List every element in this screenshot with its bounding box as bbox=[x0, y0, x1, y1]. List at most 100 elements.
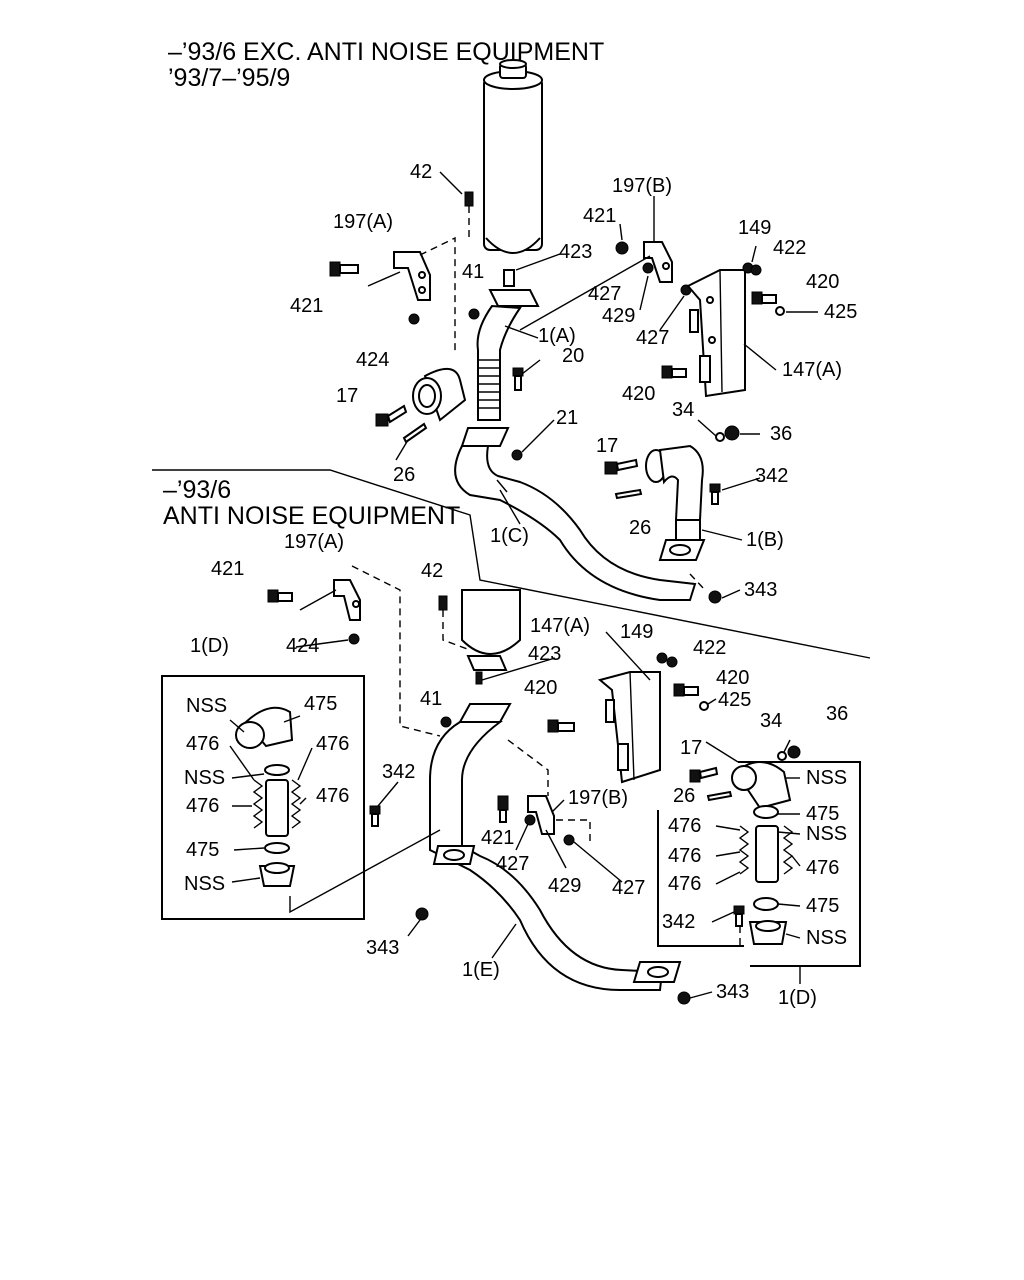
label-21: 21 bbox=[556, 407, 578, 429]
label-475: 475 bbox=[806, 895, 839, 917]
label-427: 427 bbox=[636, 327, 669, 349]
label-17: 17 bbox=[680, 737, 702, 759]
nut-41-lower bbox=[440, 716, 452, 728]
label-476: 476 bbox=[186, 733, 219, 755]
muffler-flange-upper bbox=[488, 269, 540, 307]
label-nss: NSS bbox=[806, 823, 847, 845]
bracket-147a-upper bbox=[686, 269, 746, 398]
bracket-197a-lower bbox=[299, 565, 441, 737]
flex-pipe-1a bbox=[460, 304, 522, 447]
label-34: 34 bbox=[672, 399, 694, 421]
label-nss: NSS bbox=[186, 695, 227, 717]
section2-title-line2: ANTI NOISE EQUIPMENT bbox=[163, 502, 460, 530]
label-1a: 1(A) bbox=[538, 325, 576, 347]
washer-34-upper bbox=[715, 432, 725, 442]
leader-lines bbox=[229, 171, 818, 999]
nut-424-upper bbox=[408, 313, 420, 325]
label-343: 343 bbox=[366, 937, 399, 959]
label-420: 420 bbox=[806, 271, 839, 293]
label-429: 429 bbox=[602, 305, 635, 327]
label-422: 422 bbox=[773, 237, 806, 259]
label-26: 26 bbox=[673, 785, 695, 807]
flange-lower bbox=[458, 703, 512, 723]
label-1d: 1(D) bbox=[778, 987, 817, 1009]
label-343: 343 bbox=[716, 981, 749, 1003]
label-342: 342 bbox=[382, 761, 415, 783]
washer-425-upper bbox=[775, 306, 785, 316]
label-427: 427 bbox=[496, 853, 529, 875]
label-nss: NSS bbox=[184, 767, 225, 789]
nut-427-lower bbox=[563, 834, 575, 846]
washer-427-upper bbox=[642, 262, 654, 274]
bolt-42-lower bbox=[438, 595, 471, 651]
nut-41-upper bbox=[468, 308, 480, 320]
bolt-420-lower-left bbox=[547, 719, 575, 733]
label-476: 476 bbox=[316, 785, 349, 807]
label-424: 424 bbox=[286, 635, 319, 657]
label-1e: 1(E) bbox=[462, 959, 500, 981]
label-420: 420 bbox=[524, 677, 557, 699]
bolt-17-upper bbox=[375, 404, 408, 427]
label-422: 422 bbox=[693, 637, 726, 659]
label-20: 20 bbox=[562, 345, 584, 367]
label-342: 342 bbox=[755, 465, 788, 487]
kit-box-1d-right bbox=[738, 761, 861, 967]
bolt-421-upper-right bbox=[615, 241, 629, 255]
bolt-342-lower bbox=[289, 805, 441, 914]
label-147a: 147(A) bbox=[530, 615, 590, 637]
leader-197b-lower bbox=[556, 819, 591, 846]
bolt-20 bbox=[512, 367, 524, 391]
label-420: 420 bbox=[622, 383, 655, 405]
bolt-420-upper-right bbox=[751, 291, 777, 305]
label-421: 421 bbox=[583, 205, 616, 227]
label-149: 149 bbox=[620, 621, 653, 643]
label-197b: 197(B) bbox=[568, 787, 628, 809]
label-343: 343 bbox=[744, 579, 777, 601]
label-41: 41 bbox=[462, 261, 484, 283]
muffler-lower bbox=[461, 589, 521, 671]
bolt-342-right bbox=[733, 905, 745, 946]
kit-parts-left bbox=[235, 706, 302, 887]
pipe-1e bbox=[429, 721, 682, 991]
part-labels: 42 197(B) 197(A) 421 149 423 422 41 420 … bbox=[184, 161, 857, 1009]
muffler-upper bbox=[483, 59, 543, 254]
label-1c: 1(C) bbox=[490, 525, 529, 547]
nut-424-lower bbox=[348, 633, 360, 645]
label-425: 425 bbox=[718, 689, 751, 711]
bolt-17-lower bbox=[689, 766, 719, 783]
label-427: 427 bbox=[588, 283, 621, 305]
label-1b: 1(B) bbox=[746, 529, 784, 551]
label-1d: 1(D) bbox=[190, 635, 229, 657]
stud-26-upper bbox=[402, 422, 428, 444]
label-423: 423 bbox=[528, 643, 561, 665]
label-36: 36 bbox=[770, 423, 792, 445]
label-nss: NSS bbox=[806, 767, 847, 789]
nut-343-upper bbox=[708, 590, 722, 604]
kit-parts-right bbox=[731, 761, 794, 945]
bolt-420-lower-right bbox=[673, 683, 699, 697]
label-429: 429 bbox=[548, 875, 581, 897]
bolt-421-lower bbox=[497, 795, 509, 823]
nut-343-lower-right bbox=[677, 991, 691, 1005]
header-title-line1: –’93/6 EXC. ANTI NOISE EQUIPMENT bbox=[168, 38, 604, 66]
nut-422-upper bbox=[750, 264, 762, 276]
bolt-342-upper bbox=[709, 483, 721, 505]
kit-box-1d-right-inner bbox=[657, 810, 744, 947]
label-424: 424 bbox=[356, 349, 389, 371]
label-421: 421 bbox=[290, 295, 323, 317]
washer-427-lower bbox=[524, 814, 536, 826]
label-475: 475 bbox=[186, 839, 219, 861]
label-476: 476 bbox=[668, 845, 701, 867]
label-147a: 147(A) bbox=[782, 359, 842, 381]
bolt-42-upper bbox=[464, 191, 474, 240]
label-197a: 197(A) bbox=[333, 211, 393, 233]
section-divider-line bbox=[152, 469, 871, 659]
label-36: 36 bbox=[826, 703, 848, 725]
stud-26-lower bbox=[706, 790, 733, 802]
leader-kit-right bbox=[705, 741, 739, 763]
section2-title-line1: –’93/6 bbox=[163, 476, 231, 504]
label-34: 34 bbox=[760, 710, 782, 732]
label-41: 41 bbox=[420, 688, 442, 710]
label-nss: NSS bbox=[184, 873, 225, 895]
